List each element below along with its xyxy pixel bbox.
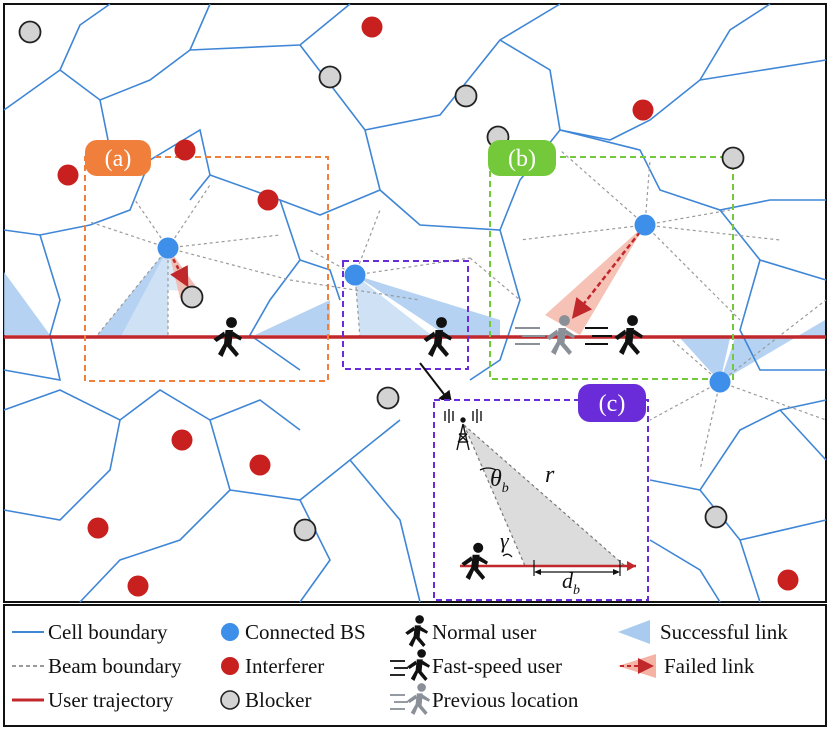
legend-normal-user: Normal user [432, 620, 536, 644]
interferers [57, 16, 799, 597]
legend-previous-location-icon [390, 683, 430, 715]
cell-boundaries [3, 3, 827, 603]
theta-label: θb [490, 466, 509, 496]
failed-link-arrow-a [168, 252, 189, 288]
legend-connected-bs: Connected BS [245, 620, 366, 644]
legend-fast-user-icon [390, 649, 430, 681]
legend-failed-link: Failed link [664, 654, 755, 678]
svg-text:(a): (a) [105, 146, 132, 172]
inset-pointer [419, 362, 453, 406]
legend-previous-location: Previous location [432, 688, 579, 712]
failed-link-arrow-b [571, 231, 641, 319]
tag-a: (a) [85, 140, 151, 176]
blockers [18, 20, 745, 542]
legend-fast-speed-user: Fast-speed user [432, 654, 562, 678]
svg-text:(b): (b) [508, 146, 536, 172]
tag-c: (c) [578, 384, 646, 422]
panel-b-frame [489, 156, 734, 380]
legend-connected-bs-swatch [221, 623, 239, 641]
bs-tower-icon [444, 409, 482, 451]
panel-a-frame [84, 156, 329, 382]
legend-successful-link-swatch [618, 620, 650, 644]
legend-user-trajectory: User trajectory [48, 688, 174, 712]
legend-interferer: Interferer [245, 654, 324, 678]
previous-location-user [515, 315, 575, 355]
svg-text:(c): (c) [599, 391, 626, 417]
gamma-label: γ [500, 528, 510, 553]
legend-blocker-swatch [220, 690, 240, 710]
d-label: db [562, 568, 580, 598]
legend-beam-boundary: Beam boundary [48, 654, 182, 678]
tag-b: (b) [488, 140, 556, 176]
legend: Cell boundary Beam boundary User traject… [12, 615, 788, 715]
successful-links [4, 248, 825, 382]
legend-interferer-swatch [221, 657, 239, 675]
legend-successful-link: Successful link [660, 620, 788, 644]
legend-blocker: Blocker [245, 688, 311, 712]
fast-speed-user [585, 315, 643, 355]
connected-bs-set [157, 214, 731, 393]
inset-panel-c: θb r γ db [433, 399, 649, 601]
panel-trajectory-frame [342, 260, 469, 370]
r-label: r [545, 462, 555, 488]
beam-boundaries [89, 149, 827, 471]
legend-cell-boundary: Cell boundary [48, 620, 168, 644]
